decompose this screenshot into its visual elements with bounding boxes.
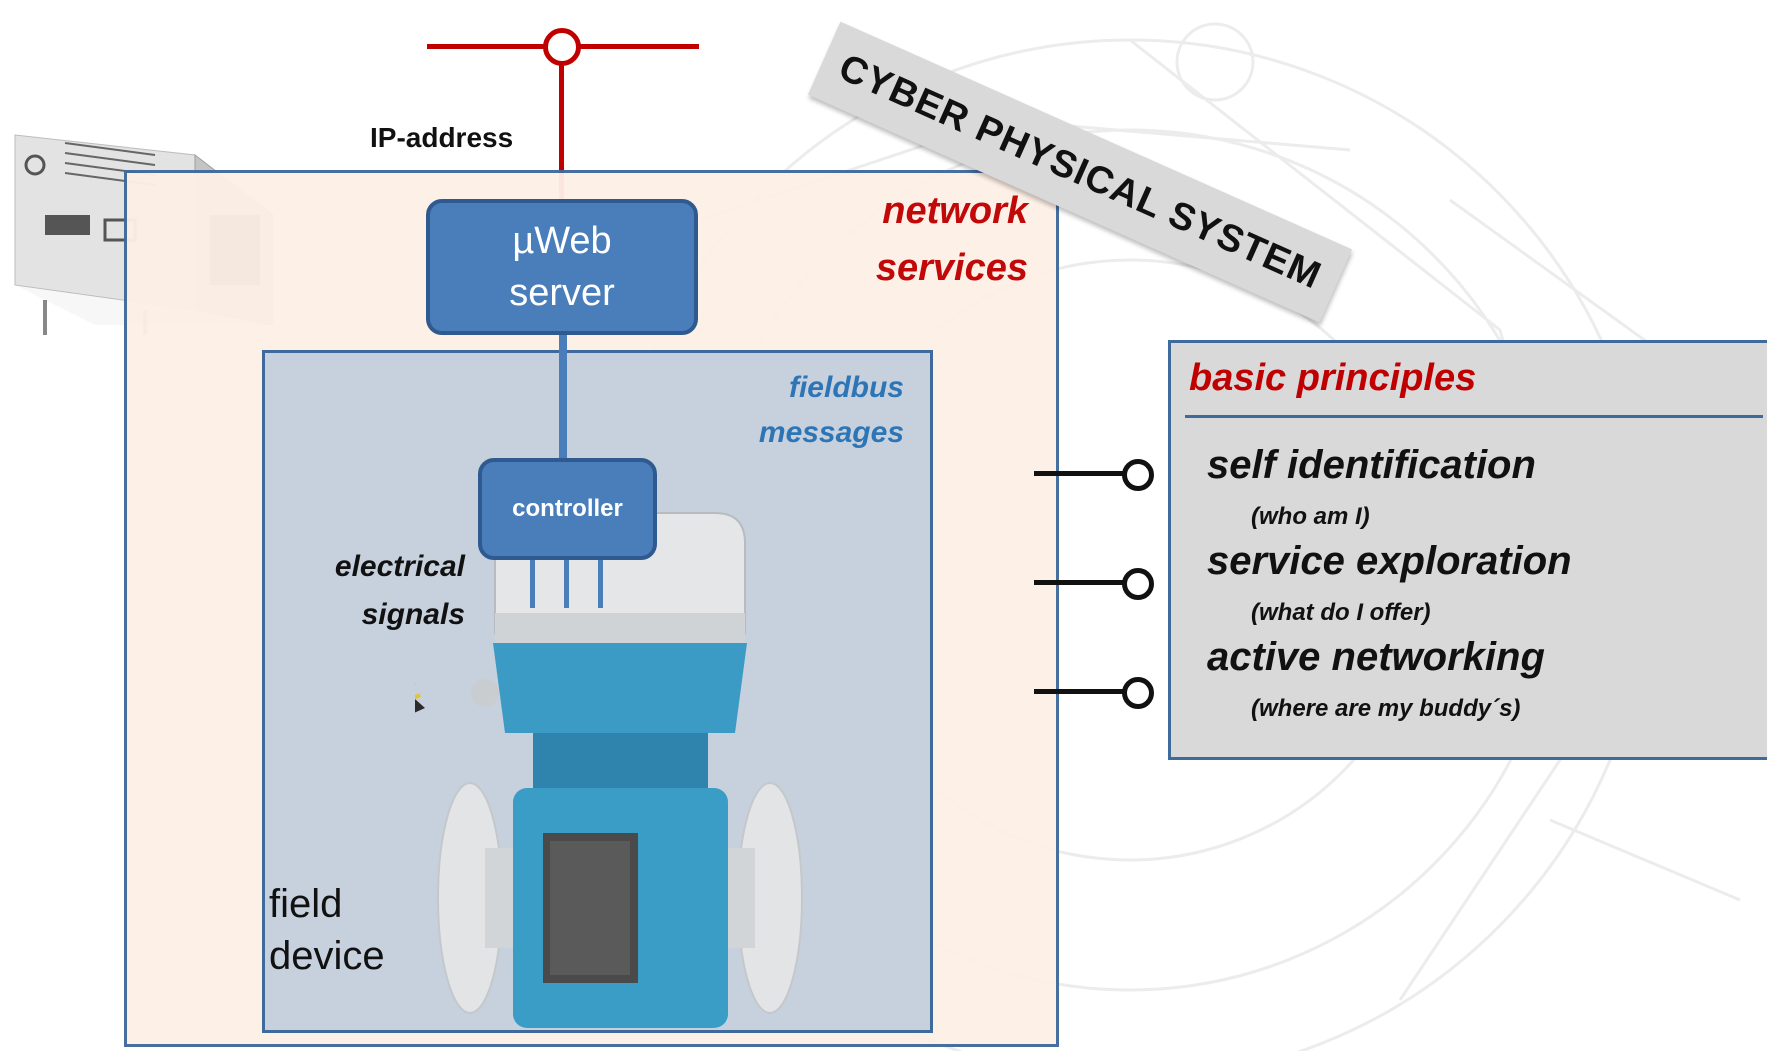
controller-label: controller (512, 495, 623, 522)
signals-label-line2: signals (361, 598, 465, 631)
controller-signal-line-2 (564, 558, 569, 608)
webserver-to-controller-line (559, 333, 567, 460)
network-drop-line (559, 58, 564, 201)
micro-web-server-box: µWeb server (426, 199, 698, 335)
principle-service-exploration: service exploration (1207, 539, 1572, 583)
fieldbus-label-line2: messages (758, 416, 904, 449)
webserver-line1: µWeb (512, 220, 612, 262)
interface-node-2 (1122, 568, 1154, 600)
controller-signal-line-3 (598, 558, 603, 608)
principle-self-identification: self identification (1207, 443, 1536, 487)
principle-active-networking: active networking (1207, 635, 1545, 679)
title-divider (1185, 415, 1763, 418)
interface-node-1 (1122, 459, 1154, 491)
signals-label-line1: electrical (334, 550, 465, 583)
basic-principles-panel: basic principles self identification (wh… (1168, 340, 1767, 760)
interface-line-1 (1034, 471, 1124, 476)
network-services-label-line2: services (875, 247, 1028, 289)
controller-signal-line-1 (530, 558, 535, 608)
field-device-line1: field (269, 882, 343, 926)
field-device-image (415, 512, 803, 1028)
network-services-label: network services (756, 183, 1056, 297)
interface-line-3 (1034, 689, 1124, 694)
fieldbus-box: fieldbus messages electrical signals fie… (262, 350, 933, 1033)
webserver-line2: server (509, 272, 615, 314)
controller-box: controller (478, 458, 657, 560)
interface-node-3 (1122, 677, 1154, 709)
principle-service-exploration-note: (what do I offer) (1251, 599, 1431, 626)
electrical-signals-label: electrical signals (285, 543, 465, 639)
field-device-line2: device (269, 934, 385, 978)
interface-line-2 (1034, 580, 1124, 585)
network-node (543, 28, 581, 66)
fieldbus-messages-label: fieldbus messages (759, 365, 904, 455)
basic-principles-title: basic principles (1189, 357, 1477, 399)
ip-address-label: IP-address (370, 122, 514, 153)
principle-self-identification-note: (who am I) (1251, 503, 1370, 530)
network-services-label-line1: network (882, 190, 1028, 232)
principle-active-networking-note: (where are my buddy´s) (1251, 695, 1521, 722)
fieldbus-label-line1: fieldbus (788, 371, 904, 404)
field-device-label: field device (269, 878, 385, 982)
